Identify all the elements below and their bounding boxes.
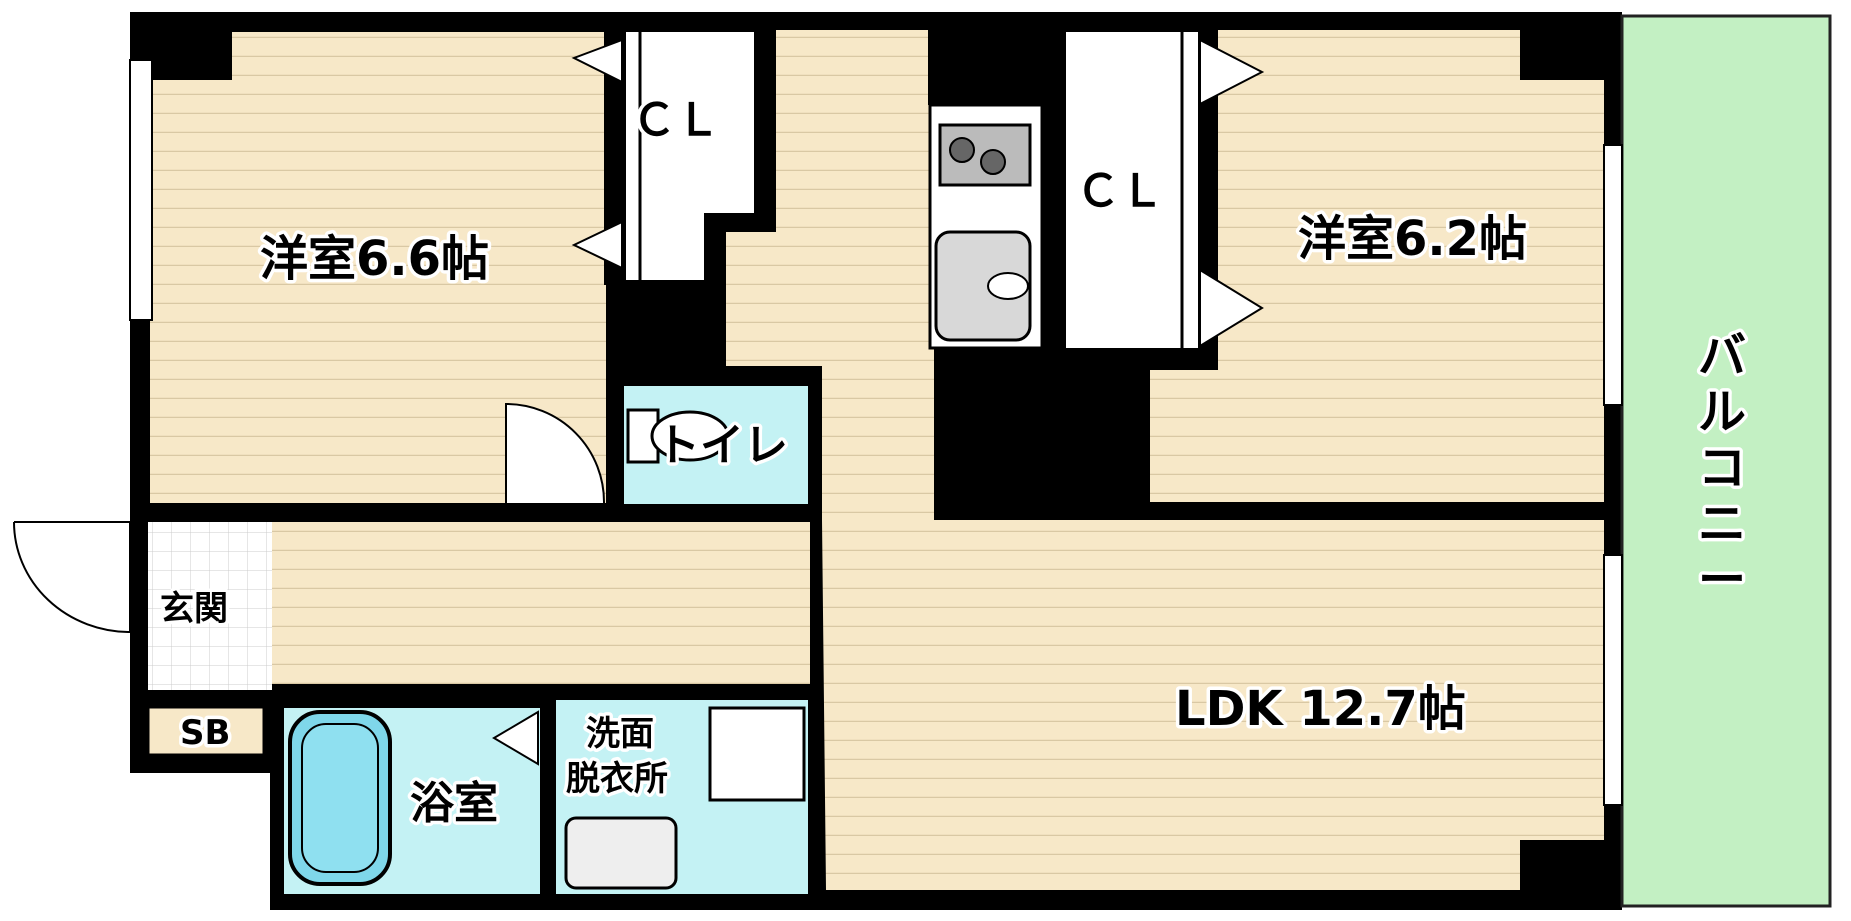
label-washroom-1: 洗面	[586, 714, 654, 754]
label-shoe-box: SB	[180, 713, 230, 753]
bathtub-inner-icon	[301, 723, 379, 873]
closet-door-left-upper	[571, 38, 623, 84]
label-balcony-3: コ	[1698, 440, 1746, 496]
label-closet-right: ＣＬ	[1076, 166, 1164, 217]
wash-basin-icon	[564, 816, 678, 890]
entrance-hall	[272, 522, 810, 684]
label-balcony-4: ニ	[1698, 496, 1746, 552]
closet-door-left-lower	[571, 220, 623, 270]
label-entrance: 玄関	[160, 589, 228, 629]
label-western-left: 洋室6.6帖	[260, 231, 489, 287]
bath-door	[492, 710, 539, 766]
label-balcony-5: ー	[1698, 552, 1746, 608]
closet-right	[1062, 28, 1202, 352]
western-room-right	[1150, 30, 1604, 502]
washing-machine-icon	[708, 706, 806, 802]
balcony	[1620, 14, 1832, 908]
western-room-left	[150, 32, 606, 503]
toilet-bowl-icon	[650, 410, 730, 462]
burner-right-icon	[980, 149, 1006, 175]
label-balcony-2: ル	[1698, 384, 1746, 440]
ldk	[822, 520, 1604, 890]
hallway	[726, 30, 934, 520]
closet-door-right-lower	[1199, 268, 1264, 348]
outside-area	[130, 773, 270, 913]
label-closet-left: ＣＬ	[632, 95, 720, 146]
burner-left-icon	[949, 137, 975, 163]
window-left	[129, 59, 153, 321]
closet-door-right-upper	[1199, 38, 1265, 106]
pipe-shaft	[996, 362, 1144, 518]
label-washroom-2: 脱衣所	[566, 759, 668, 799]
window-ldk	[1603, 554, 1623, 806]
window-right-room	[1603, 144, 1623, 406]
entrance	[148, 522, 272, 690]
closet-left	[622, 28, 758, 284]
label-toilet: トイレ	[656, 420, 788, 471]
label-balcony-1: バ	[1698, 328, 1746, 384]
sink-drain-icon	[987, 272, 1029, 300]
sink-icon	[934, 230, 1032, 342]
shoe-box	[146, 705, 266, 757]
label-ldk: LDK 12.7帖	[1175, 681, 1466, 737]
label-western-right: 洋室6.2帖	[1298, 211, 1527, 267]
bedroom-door	[505, 402, 606, 504]
label-bathroom: 浴室	[410, 778, 498, 829]
front-door	[13, 521, 131, 633]
